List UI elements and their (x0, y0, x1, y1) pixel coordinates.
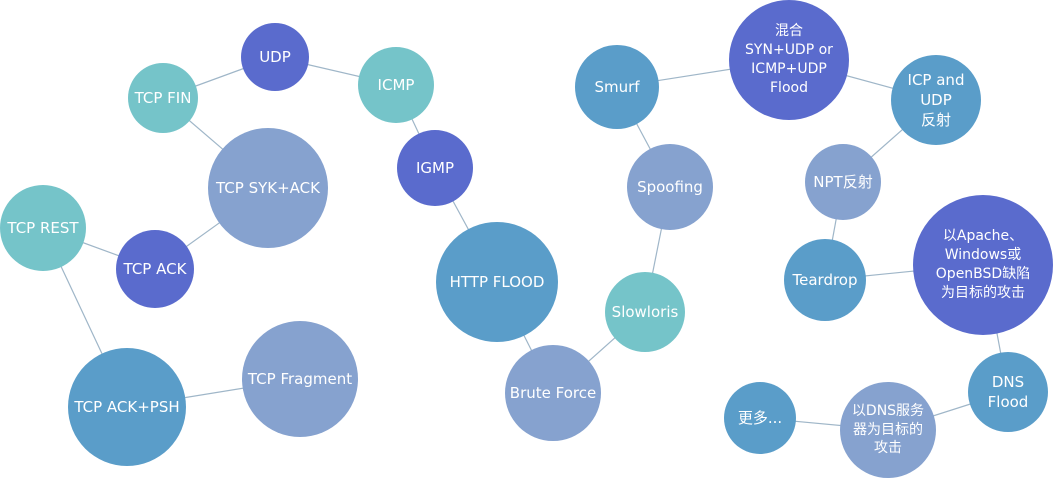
node-tcp-ack-psh: TCP ACK+PSH (68, 348, 186, 466)
node-teardrop: Teardrop (784, 239, 866, 321)
node-more: 更多... (724, 382, 796, 454)
node-dns-flood: DNS Flood (968, 352, 1048, 432)
node-mixed-flood: 混合 SYN+UDP or ICMP+UDP Flood (729, 0, 849, 120)
node-os-target: 以Apache、 Windows或 OpenBSD缺陷 为目标的攻击 (913, 195, 1053, 335)
node-tcp-fragment: TCP Fragment (242, 321, 358, 437)
node-icp-udp-reflect: ICP and UDP 反射 (891, 55, 981, 145)
node-tcp-syk-ack: TCP SYK+ACK (208, 128, 328, 248)
node-http-flood: HTTP FLOOD (436, 222, 558, 342)
node-udp: UDP (241, 23, 309, 91)
node-icmp: ICMP (358, 47, 434, 123)
node-tcp-rest: TCP REST (0, 185, 86, 271)
node-brute-force: Brute Force (505, 345, 601, 441)
node-tcp-ack: TCP ACK (116, 230, 194, 308)
node-slowloris: Slowloris (605, 272, 685, 352)
node-tcp-fin: TCP FIN (128, 63, 198, 133)
node-smurf: Smurf (575, 45, 659, 129)
node-igmp: IGMP (397, 130, 473, 206)
node-npt-reflect: NPT反射 (805, 144, 881, 220)
node-spoofing: Spoofing (627, 144, 713, 230)
node-dns-server-target: 以DNS服务 器为目标的 攻击 (840, 382, 936, 478)
